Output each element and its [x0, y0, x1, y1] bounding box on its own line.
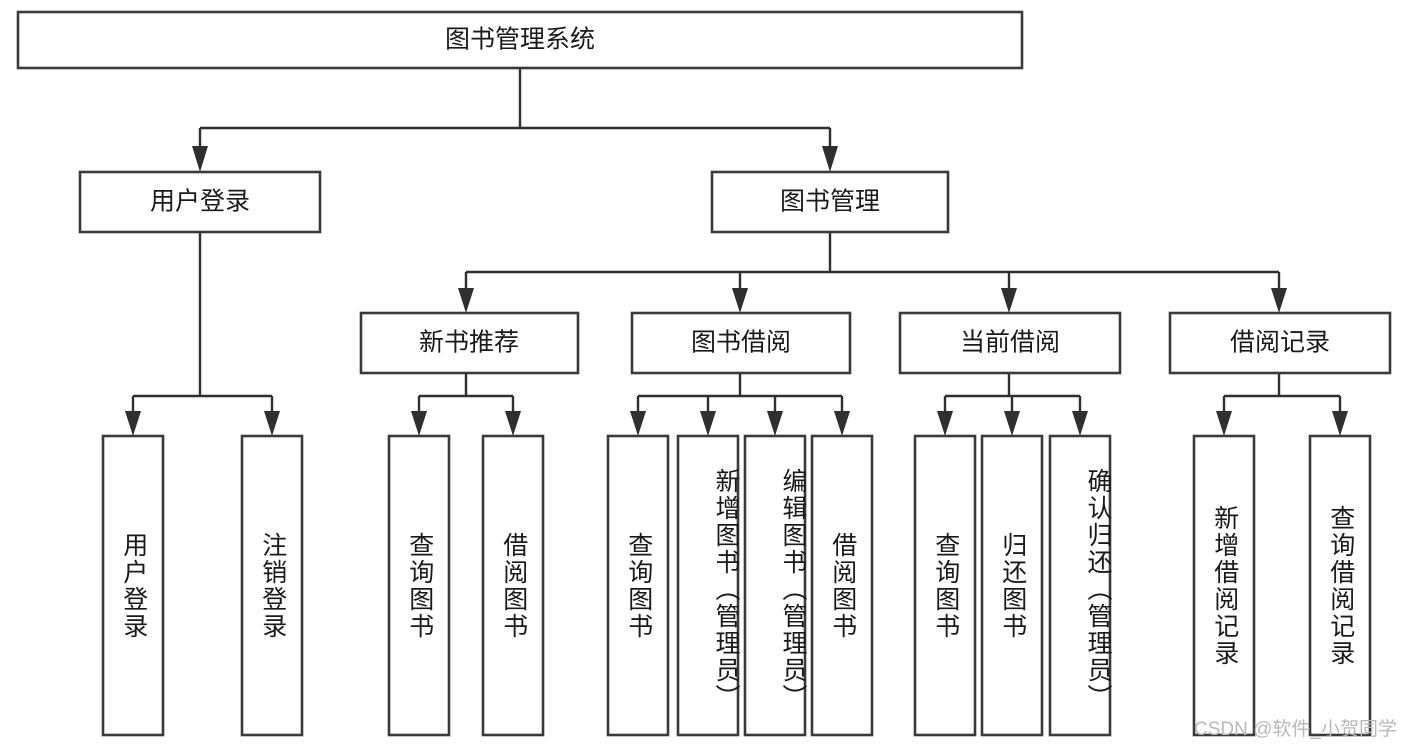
node-root[interactable]: 图书管理系统 [16, 10, 1024, 70]
node-label-borrow-record: 借阅记录 [1230, 329, 1330, 357]
node-label-book-management: 图书管理 [780, 188, 880, 216]
arrow-head-leaf-current-confirm-return [1072, 411, 1088, 436]
arrow-head-leaf-record-add [1216, 411, 1232, 436]
connector-book-borrow-branch [636, 373, 844, 420]
arrow-head-leaf-borrow-add-book [700, 411, 716, 436]
arrow-head-leaf-current-query-book [937, 411, 953, 436]
node-box-book-borrow[interactable] [630, 311, 852, 375]
node-label-new-book-recommend: 新书推荐 [419, 329, 519, 357]
watermark-text: CSDN @软件_小贺同学 [1194, 719, 1397, 740]
node-box-leaf-current-confirm-return[interactable] [1048, 434, 1112, 737]
connector-user-login-branch [131, 232, 274, 420]
arrow-head-leaf-recommend-borrow-book [505, 411, 521, 436]
node-borrow-record[interactable]: 借阅记录 [1168, 311, 1392, 375]
arrow-head-leaf-record-query [1332, 411, 1348, 436]
leaf-boxes [101, 434, 1372, 737]
node-box-current-borrow[interactable] [898, 311, 1122, 375]
node-label-book-borrow: 图书借阅 [691, 329, 791, 357]
arrow-head-leaf-recommend-query-book [411, 411, 427, 436]
connectors-new-book-recommend-to-leaves [411, 373, 521, 436]
node-book-borrow[interactable]: 图书借阅 [630, 311, 852, 375]
connectors-root-to-level2 [192, 68, 838, 172]
connector-borrow-record-branch [1222, 373, 1342, 420]
node-new-book-recommend[interactable]: 新书推荐 [359, 311, 580, 375]
connectors-book-borrow-to-leaves [630, 373, 850, 436]
arrow-head-leaf-borrow-query-book [630, 411, 646, 436]
node-box-borrow-record[interactable] [1168, 311, 1392, 375]
node-label-user-login: 用户登录 [150, 188, 250, 216]
node-label-root: 图书管理系统 [445, 26, 595, 54]
connector-root-branch [198, 68, 832, 156]
arrow-head-current-borrow [1001, 288, 1017, 313]
node-box-leaf-recommend-query-book[interactable] [387, 434, 451, 737]
node-box-book-management[interactable] [710, 170, 950, 234]
arrow-head-book-management [822, 146, 838, 172]
node-box-leaf-current-return-book[interactable] [980, 434, 1044, 737]
node-box-leaf-record-add[interactable] [1192, 434, 1256, 737]
arrow-head-leaf-current-return-book [1004, 411, 1020, 436]
node-box-leaf-current-query-book[interactable] [913, 434, 977, 737]
arrow-head-leaf-user-login [125, 411, 141, 436]
node-label-current-borrow: 当前借阅 [960, 329, 1060, 357]
node-box-leaf-borrow-query-book[interactable] [606, 434, 670, 737]
node-box-root[interactable] [16, 10, 1024, 70]
arrow-head-leaf-borrow-edit-book [767, 411, 783, 436]
connector-current-borrow-branch [943, 373, 1082, 420]
node-box-leaf-user-logout[interactable] [240, 434, 304, 737]
node-box-leaf-recommend-borrow-book[interactable] [481, 434, 545, 737]
node-box-new-book-recommend[interactable] [359, 311, 580, 375]
node-box-leaf-borrow-add-book[interactable] [676, 434, 740, 737]
node-box-leaf-user-login[interactable] [101, 434, 165, 737]
arrow-head-user-login [192, 146, 208, 172]
connectors-current-borrow-to-leaves [937, 373, 1088, 436]
node-box-leaf-borrow-edit-book[interactable] [743, 434, 807, 737]
connector-level3-branch [464, 232, 1281, 298]
connectors-book-management-to-level3 [458, 232, 1287, 313]
connectors-borrow-record-to-leaves [1216, 373, 1348, 436]
arrow-head-borrow-record [1271, 288, 1287, 313]
node-user-login[interactable]: 用户登录 [78, 170, 322, 234]
arrow-head-leaf-borrow-borrow-book [834, 411, 850, 436]
arrow-head-new-book-recommend [458, 288, 474, 313]
node-box-user-login[interactable] [78, 170, 322, 234]
node-box-leaf-borrow-borrow-book[interactable] [810, 434, 874, 737]
node-book-management[interactable]: 图书管理 [710, 170, 950, 234]
arrow-head-book-borrow [732, 288, 748, 313]
connector-recommend-branch [417, 373, 515, 420]
arrow-head-leaf-user-logout [264, 411, 280, 436]
node-current-borrow[interactable]: 当前借阅 [898, 311, 1122, 375]
connectors-user-login-to-leaves [125, 232, 280, 436]
node-box-leaf-record-query[interactable] [1308, 434, 1372, 737]
